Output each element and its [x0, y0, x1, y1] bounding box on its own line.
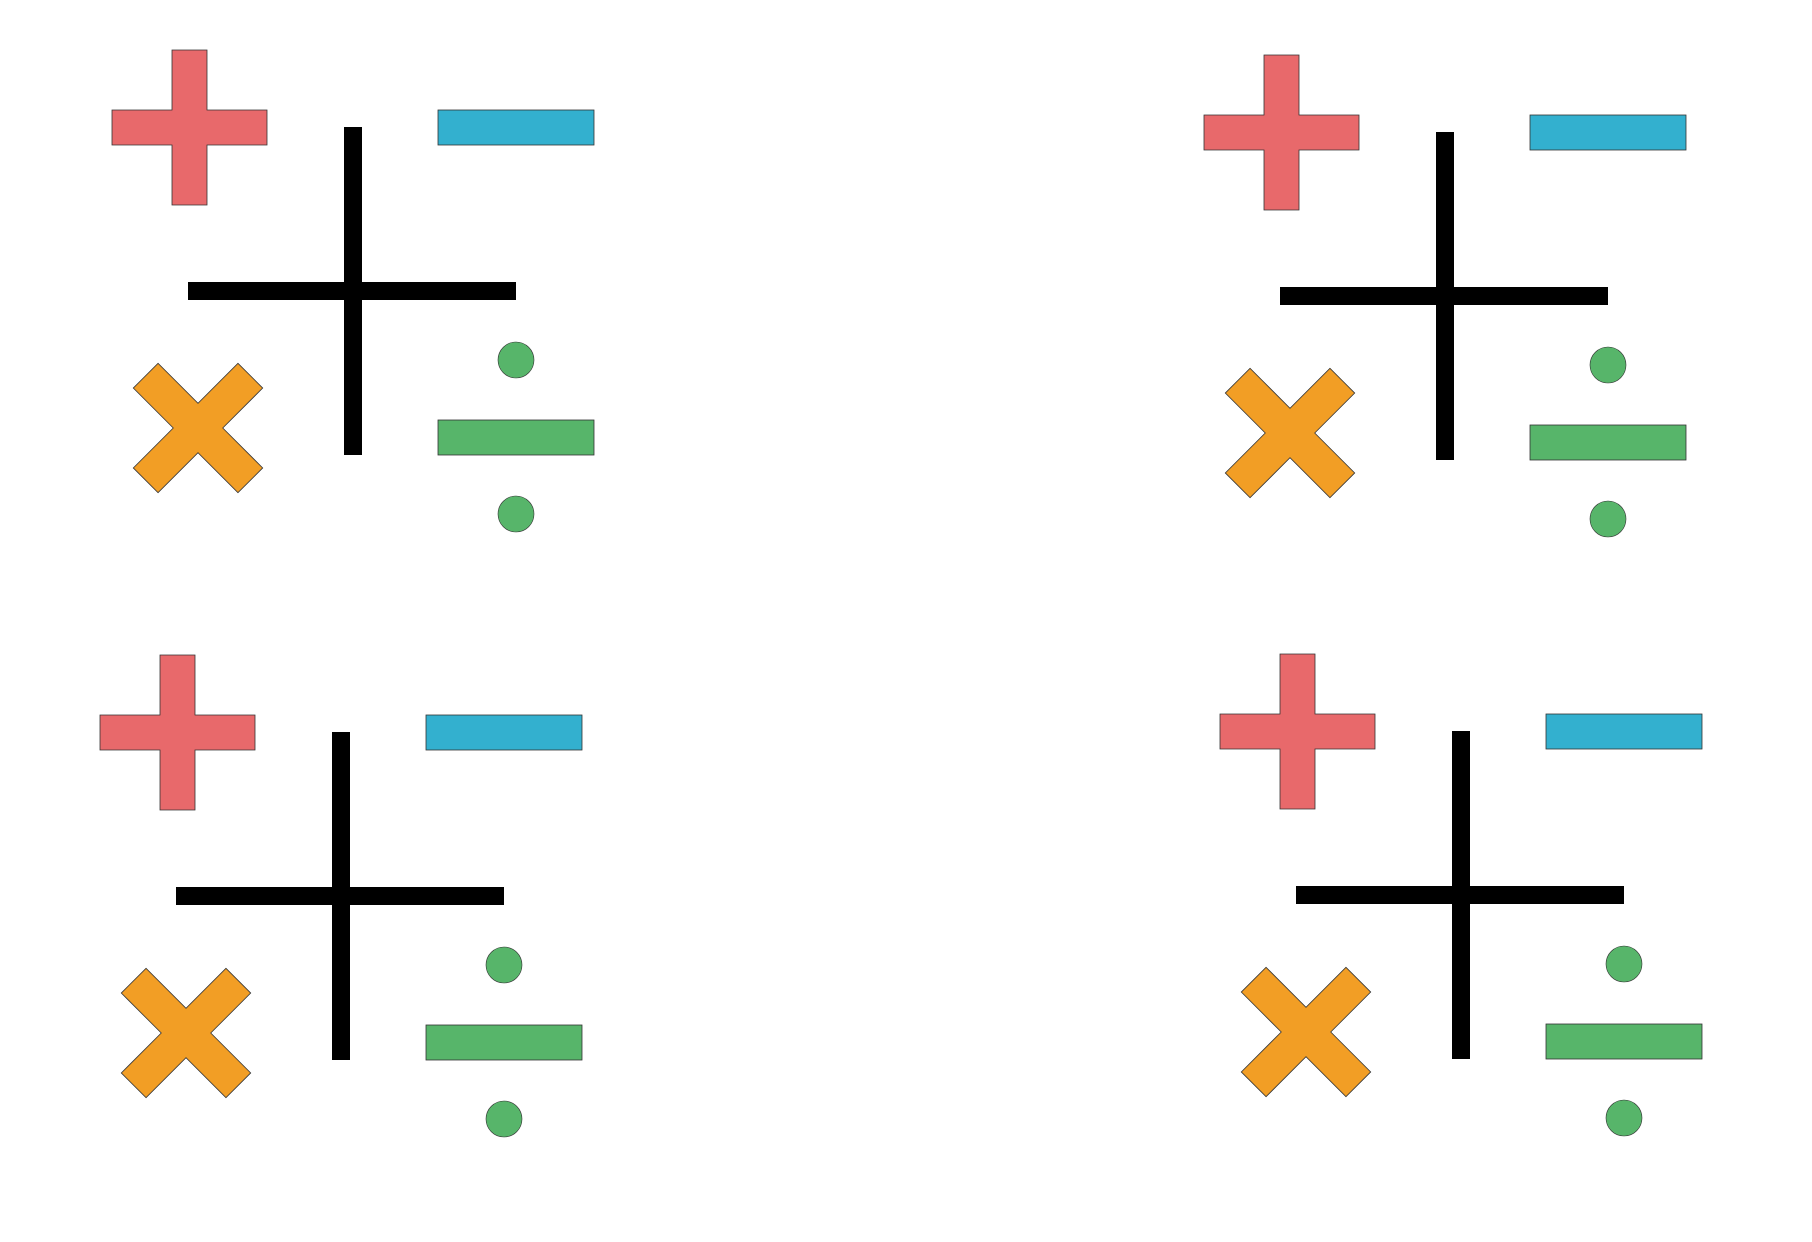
divide-icon — [1545, 945, 1703, 1137]
math-operators-card-top-left — [111, 49, 595, 533]
crosshair-lines — [176, 732, 504, 1060]
divide-icon — [1529, 346, 1687, 538]
minus-icon — [437, 109, 595, 146]
math-operators-card-bottom-left — [99, 654, 583, 1138]
crosshair-lines — [188, 127, 516, 455]
times-icon — [1224, 367, 1356, 499]
times-icon — [1240, 966, 1372, 1098]
divide-icon — [437, 341, 595, 533]
minus-icon — [1529, 114, 1687, 151]
crosshair-lines — [1296, 731, 1624, 1059]
times-icon — [120, 967, 252, 1099]
plus-icon — [1203, 54, 1360, 211]
plus-icon — [1219, 653, 1376, 810]
plus-icon — [111, 49, 268, 206]
math-operators-card-bottom-right — [1219, 653, 1703, 1137]
minus-icon — [425, 714, 583, 751]
crosshair-lines — [1280, 132, 1608, 460]
divide-icon — [425, 946, 583, 1138]
plus-icon — [99, 654, 256, 811]
minus-icon — [1545, 713, 1703, 750]
times-icon — [132, 362, 264, 494]
math-operators-card-top-right — [1203, 54, 1687, 538]
